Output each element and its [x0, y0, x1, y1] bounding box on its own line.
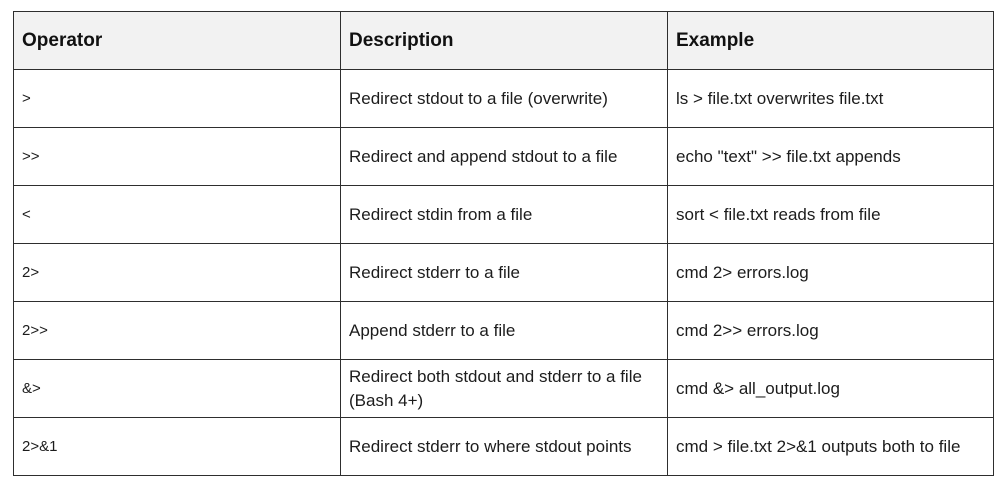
- description-cell: Redirect stdout to a file (overwrite): [340, 69, 668, 128]
- operator-cell: >: [13, 69, 341, 128]
- operator-cell: >>: [13, 127, 341, 186]
- operator-cell: <: [13, 185, 341, 244]
- table-row: >> Redirect and append stdout to a file …: [13, 127, 994, 186]
- example-cell: cmd 2> errors.log: [667, 243, 994, 302]
- redirection-operators-table: Operator Description Example > Redirect …: [13, 11, 994, 476]
- operator-cell: 2>&1: [13, 417, 341, 476]
- description-cell: Append stderr to a file: [340, 301, 668, 360]
- table-row: > Redirect stdout to a file (overwrite) …: [13, 69, 994, 128]
- description-cell: Redirect stdin from a file: [340, 185, 668, 244]
- example-cell: cmd > file.txt 2>&1 outputs both to file: [667, 417, 994, 476]
- example-cell: cmd &> all_output.log: [667, 359, 994, 418]
- table-header: Operator Description Example: [13, 11, 994, 70]
- table-row: < Redirect stdin from a file sort < file…: [13, 185, 994, 244]
- table-row: 2>> Append stderr to a file cmd 2>> erro…: [13, 301, 994, 360]
- table-row: 2>&1 Redirect stderr to where stdout poi…: [13, 417, 994, 476]
- description-cell: Redirect and append stdout to a file: [340, 127, 668, 186]
- operator-cell: 2>: [13, 243, 341, 302]
- header-row: Operator Description Example: [13, 11, 994, 70]
- operator-cell: &>: [13, 359, 341, 418]
- table-row: &> Redirect both stdout and stderr to a …: [13, 359, 994, 418]
- example-cell: ls > file.txt overwrites file.txt: [667, 69, 994, 128]
- description-cell: Redirect stderr to where stdout points: [340, 417, 668, 476]
- example-cell: sort < file.txt reads from file: [667, 185, 994, 244]
- description-cell: Redirect stderr to a file: [340, 243, 668, 302]
- table-row: 2> Redirect stderr to a file cmd 2> erro…: [13, 243, 994, 302]
- header-description: Description: [340, 11, 668, 70]
- header-operator: Operator: [13, 11, 341, 70]
- table-body: > Redirect stdout to a file (overwrite) …: [13, 69, 994, 476]
- example-cell: echo "text" >> file.txt appends: [667, 127, 994, 186]
- description-cell: Redirect both stdout and stderr to a fil…: [340, 359, 668, 418]
- header-example: Example: [667, 11, 994, 70]
- operator-cell: 2>>: [13, 301, 341, 360]
- example-cell: cmd 2>> errors.log: [667, 301, 994, 360]
